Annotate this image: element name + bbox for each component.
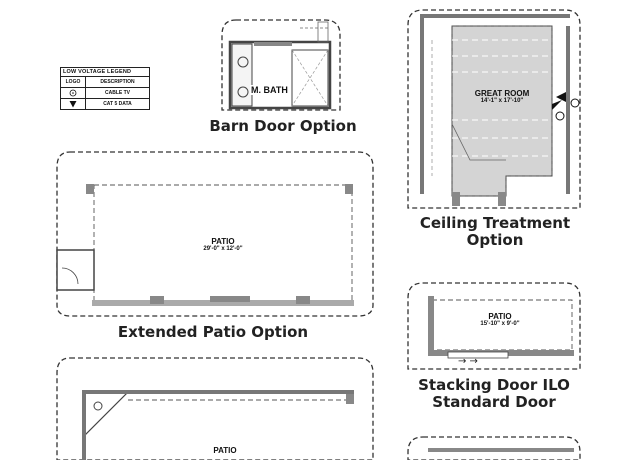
legend-header-row: LOGO DESCRIPTION: [61, 77, 149, 88]
legend-col-logo: LOGO: [61, 77, 86, 87]
legend-col-description: DESCRIPTION: [100, 79, 135, 85]
cable-tv-icon: [570, 98, 580, 108]
room-label-extended-patio: PATIO 29'-0" x 12'-0": [188, 237, 258, 253]
stacking-door-panel: → →: [407, 282, 581, 370]
legend-item-cat5-data: CAT 5 DATA: [103, 101, 132, 107]
data-outlet-icon: [556, 92, 566, 102]
cable-tv-icon: [555, 111, 565, 121]
data-outlet-icon: [552, 100, 562, 110]
extended-patio-dimensions: 29'-0" x 12'-0": [203, 246, 243, 252]
room-label-great-room: GREAT ROOM 14'-1" x 17'-10": [462, 89, 542, 105]
caption-extended-patio-option: Extended Patio Option: [117, 323, 309, 341]
cable-tv-icon: [69, 89, 77, 97]
bottom-patio-panel: [56, 357, 374, 460]
stacking-patio-dimensions: 15'-10" x 9'-0": [480, 321, 520, 327]
low-voltage-legend: LOW VOLTAGE LEGEND LOGO DESCRIPTION CABL…: [60, 67, 150, 110]
legend-item-cable-tv: CABLE TV: [105, 90, 130, 96]
great-room-dimensions: 14'-1" x 17'-10": [480, 98, 524, 104]
legend-title: LOW VOLTAGE LEGEND: [61, 68, 149, 77]
bottom-right-panel: [407, 436, 581, 460]
extended-patio-panel: [56, 151, 374, 317]
caption-ceiling-treatment-option: Ceiling Treatment Option: [419, 214, 571, 249]
caption-stacking-door-option: Stacking Door ILO Standard Door: [418, 376, 570, 411]
room-label-bottom-patio: PATIO: [213, 446, 237, 455]
arrow-icon: → →: [458, 356, 478, 367]
room-label-master-bath: M. BATH: [250, 85, 289, 95]
ceiling-treatment-panel: [407, 9, 581, 209]
legend-row-cat5: CAT 5 DATA: [61, 99, 149, 109]
caption-barn-door-option: Barn Door Option: [209, 117, 357, 135]
cat5-data-icon: [69, 101, 77, 108]
legend-row-cable-tv: CABLE TV: [61, 88, 149, 99]
room-label-stacking-patio: PATIO 15'-10" x 9'-0": [468, 312, 532, 328]
barn-door-panel: [221, 19, 341, 111]
